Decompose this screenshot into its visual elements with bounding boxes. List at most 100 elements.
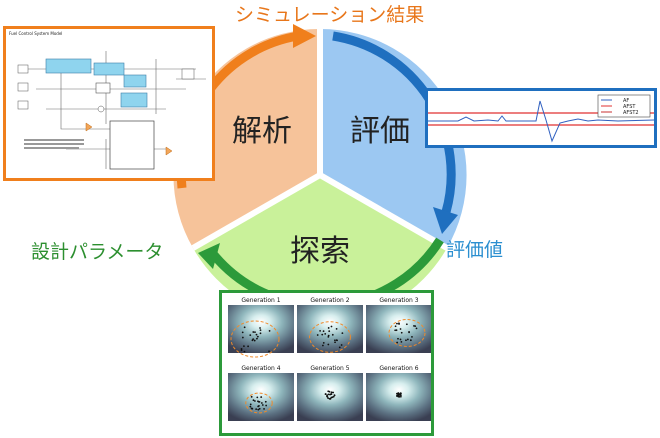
analysis-label: 解析 bbox=[232, 114, 292, 149]
population-point bbox=[399, 395, 402, 398]
population-point bbox=[256, 337, 258, 340]
population-point bbox=[333, 394, 336, 397]
population-point bbox=[249, 405, 252, 408]
population-point bbox=[328, 397, 331, 400]
sector-divider bbox=[318, 172, 449, 251]
population-point bbox=[240, 349, 243, 351]
population-point bbox=[327, 327, 330, 329]
population-point bbox=[249, 334, 252, 337]
population-point bbox=[332, 395, 335, 398]
legend-entry-2: AFST2 bbox=[623, 110, 639, 116]
population-point bbox=[405, 339, 407, 342]
population-point bbox=[260, 396, 263, 398]
population-point bbox=[256, 396, 259, 399]
generation-title: Generation 3 bbox=[379, 297, 418, 304]
population-point bbox=[324, 332, 327, 335]
population-point bbox=[327, 334, 330, 337]
arrowhead-green bbox=[198, 243, 220, 269]
population-point bbox=[405, 323, 408, 326]
population-point bbox=[254, 400, 256, 402]
generation-title: Generation 4 bbox=[241, 365, 280, 372]
population-point bbox=[258, 407, 261, 410]
population-point bbox=[396, 392, 398, 395]
generation-contour bbox=[366, 305, 431, 353]
population-point bbox=[243, 345, 245, 347]
population-point bbox=[259, 332, 262, 335]
covariance-ellipse bbox=[309, 321, 351, 353]
population-point bbox=[251, 407, 254, 410]
population-point bbox=[261, 404, 264, 406]
population-point bbox=[257, 400, 259, 403]
population-point bbox=[251, 339, 254, 342]
population-point bbox=[408, 331, 410, 334]
population-point bbox=[409, 339, 412, 342]
population-point bbox=[406, 338, 409, 341]
model-title: Fuel Control System Model bbox=[9, 31, 63, 36]
population-point bbox=[254, 331, 256, 334]
block-diagram bbox=[17, 51, 206, 170]
population-point bbox=[249, 403, 252, 406]
population-point bbox=[399, 393, 402, 396]
population-point bbox=[328, 330, 331, 333]
generation-title: Generation 1 bbox=[241, 297, 280, 304]
covariance-ellipse bbox=[230, 320, 280, 358]
population-point bbox=[394, 329, 397, 332]
evaluation-value-label: 評価値 bbox=[446, 239, 504, 261]
population-point bbox=[413, 325, 415, 327]
population-point bbox=[253, 339, 256, 342]
population-point bbox=[398, 395, 401, 398]
population-point bbox=[319, 329, 321, 332]
generation-title: Generation 6 bbox=[379, 365, 418, 372]
simulink-model-panel: Fuel Control System Model bbox=[3, 26, 215, 181]
population-point bbox=[341, 332, 344, 335]
population-point bbox=[243, 350, 246, 353]
population-point bbox=[256, 335, 259, 338]
population-point bbox=[331, 333, 334, 336]
population-point bbox=[258, 404, 260, 407]
generation-contour bbox=[297, 305, 363, 353]
population-point bbox=[327, 343, 330, 346]
population-point bbox=[411, 335, 413, 338]
simulation-result-label: シミュレーション結果 bbox=[235, 4, 425, 26]
population-point bbox=[321, 344, 324, 347]
scope-plot: AF AFST AFST2 bbox=[428, 91, 654, 145]
population-point bbox=[335, 327, 338, 330]
population-point bbox=[321, 333, 324, 336]
population-point bbox=[327, 393, 330, 396]
population-point bbox=[264, 400, 267, 403]
population-point bbox=[255, 408, 258, 411]
scope-trace bbox=[428, 100, 654, 143]
covariance-ellipse bbox=[245, 392, 273, 414]
population-point bbox=[247, 345, 250, 348]
population-point bbox=[334, 341, 336, 344]
population-point bbox=[327, 397, 330, 400]
legend-entry-0: AF bbox=[623, 98, 629, 104]
population-point bbox=[340, 344, 343, 346]
population-point bbox=[322, 330, 325, 333]
population-point bbox=[257, 408, 260, 411]
population-point bbox=[241, 331, 244, 334]
population-point bbox=[260, 402, 263, 404]
search-label: 探索 bbox=[290, 234, 350, 269]
population-point bbox=[335, 339, 338, 342]
population-point bbox=[334, 339, 336, 342]
population-point bbox=[330, 325, 333, 328]
population-point bbox=[330, 393, 332, 396]
covariance-ellipse bbox=[388, 319, 426, 347]
population-point bbox=[399, 338, 402, 341]
population-point bbox=[394, 325, 397, 328]
population-point bbox=[241, 336, 244, 339]
population-point bbox=[396, 341, 399, 344]
population-point bbox=[265, 404, 268, 407]
generation-contour bbox=[297, 373, 363, 421]
population-point bbox=[327, 390, 330, 393]
population-point bbox=[396, 394, 399, 397]
population-point bbox=[243, 326, 246, 329]
population-point bbox=[268, 330, 271, 332]
population-point bbox=[252, 331, 255, 333]
population-point bbox=[316, 334, 319, 336]
population-point bbox=[396, 322, 398, 325]
legend-entry-1: AFST bbox=[623, 104, 636, 110]
population-point bbox=[250, 395, 253, 398]
